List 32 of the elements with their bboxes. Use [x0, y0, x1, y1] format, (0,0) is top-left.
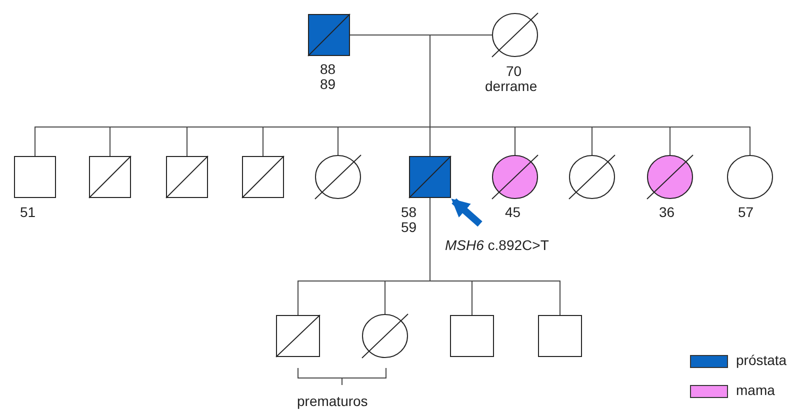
square-symbol [409, 156, 451, 198]
circle-symbol [492, 13, 538, 57]
annotation-label: 70 [506, 64, 522, 79]
annotation-label: 57 [738, 205, 754, 220]
pedigree-line [430, 198, 560, 316]
square-symbol [276, 315, 320, 357]
annotation-label: 59 [401, 220, 417, 235]
circle-symbol [362, 314, 408, 358]
annotation-label: 45 [505, 205, 521, 220]
circle-symbol [315, 155, 361, 199]
annotation-label: derrame [485, 79, 538, 94]
variant-label: MSH6 c.892C>T [445, 238, 549, 253]
square-symbol [14, 156, 56, 198]
circle-symbol [492, 155, 538, 199]
circle-symbol [569, 155, 615, 199]
legend-label: mama [736, 383, 775, 398]
square-symbol [308, 14, 350, 56]
legend-label: próstata [736, 353, 787, 368]
circle-symbol [647, 155, 693, 199]
square-symbol [89, 156, 131, 198]
annotation-label: 88 [320, 62, 336, 77]
annotation-label: 36 [659, 205, 675, 220]
proband-arrow [451, 198, 482, 227]
square-symbol [538, 315, 582, 357]
square-symbol [450, 315, 494, 357]
annotation-label: 51 [20, 205, 36, 220]
circle-symbol [727, 155, 773, 199]
annotation-label: 58 [401, 205, 417, 220]
bracket-label: prematuros [297, 394, 368, 409]
square-symbol [242, 156, 284, 198]
square-symbol [166, 156, 208, 198]
annotation-label: 89 [320, 77, 336, 92]
